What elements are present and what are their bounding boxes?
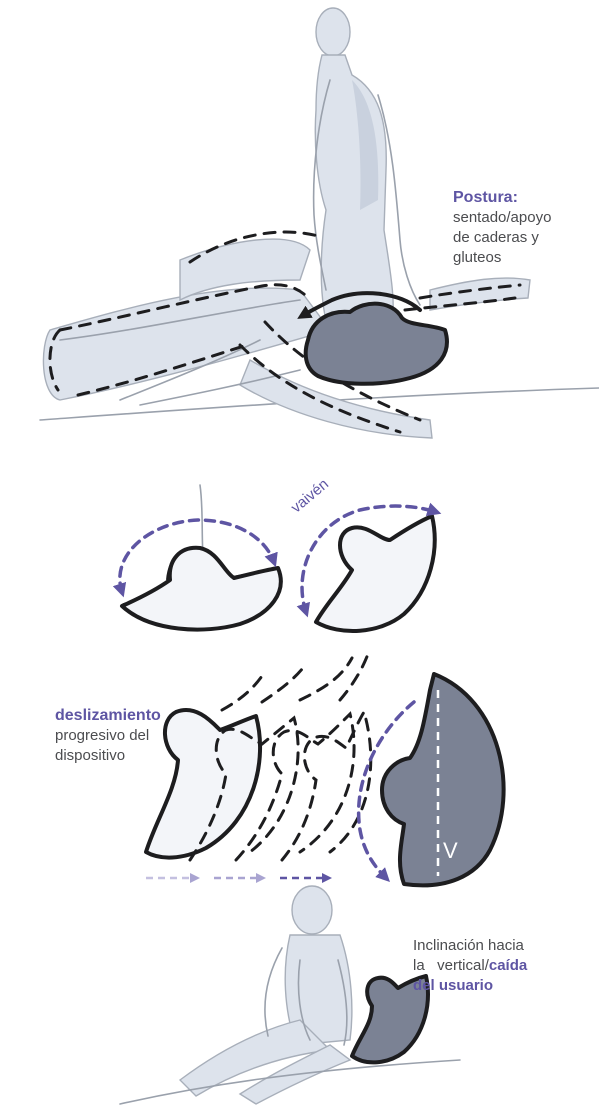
posture-line-2: de caderas y (453, 228, 551, 248)
tilt-label: Inclinación hacia la vertical/caída del … (413, 936, 527, 996)
tilt-line-2-prefix: la vertical/ (413, 957, 489, 974)
device-under-hips (306, 304, 447, 384)
tilt-line-2: la vertical/caída (413, 956, 527, 976)
sliding-line-2: dispositivo (55, 746, 161, 766)
posture-line-1: sentado/apoyo (453, 208, 551, 228)
sliding-line-1: progresivo del (55, 726, 161, 746)
sliding-sequence (146, 654, 371, 860)
tilt-line-2-bold: caída (489, 957, 527, 974)
slide-ghost-3 (282, 712, 371, 860)
posture-title: Postura: (453, 188, 551, 208)
sliding-label: deslizamiento progresivo del dispositivo (55, 706, 161, 766)
tilt-line-1: Inclinación hacia (413, 936, 527, 956)
tilt-line-3: del usuario (413, 976, 527, 996)
posture-line-3: gluteos (453, 248, 551, 268)
rocking-device-right (316, 516, 435, 631)
posture-label: Postura: sentado/apoyo de caderas y glut… (453, 188, 551, 268)
rocking-device-left (122, 485, 281, 630)
vertical-marker: V (443, 838, 458, 863)
sliding-title: deslizamiento (55, 706, 161, 726)
